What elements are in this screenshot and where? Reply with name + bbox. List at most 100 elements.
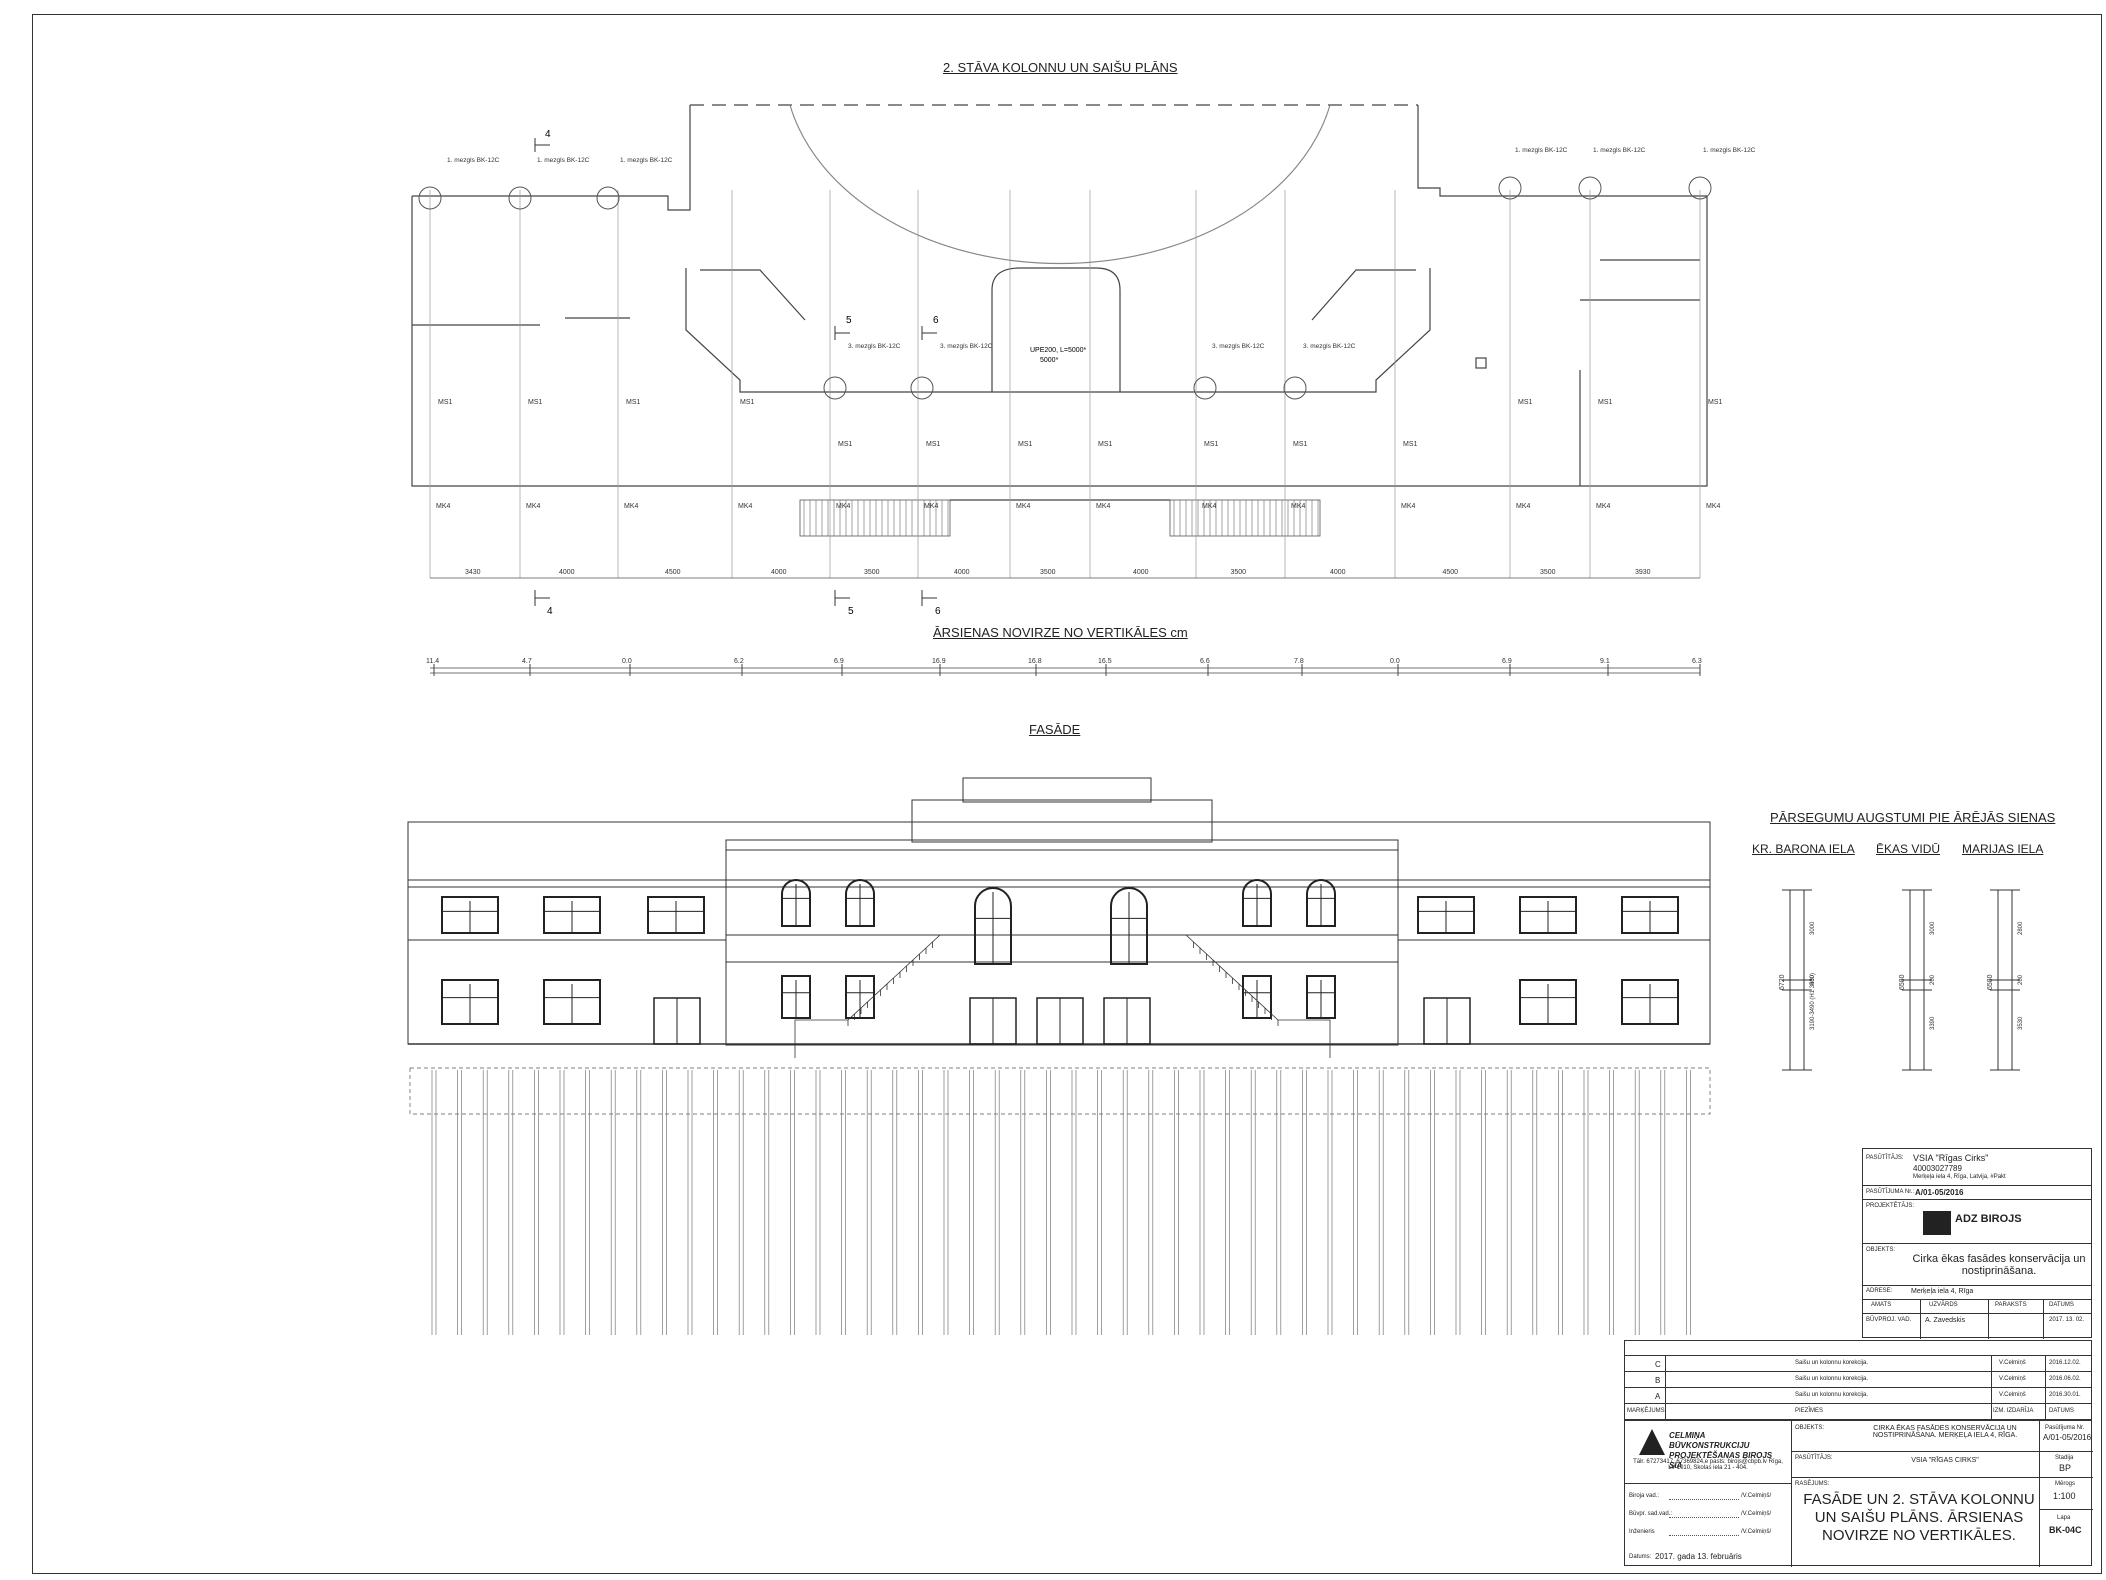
section-mark-6-bottom: 6 bbox=[935, 606, 941, 617]
heights-dim: 200 bbox=[2018, 974, 2024, 985]
plan-stairs-left bbox=[799, 499, 951, 537]
facade-base-outline bbox=[407, 821, 1711, 1045]
facade-window bbox=[1621, 979, 1679, 1025]
info-object: Cirka ēkas fasādes konservācija un nosti… bbox=[1912, 1253, 2086, 1277]
facade-attic bbox=[911, 799, 1213, 843]
heights-dim: 3190-3490 (H1 3430) bbox=[1810, 973, 1816, 1030]
section-mark-4-top: 4 bbox=[545, 129, 551, 140]
sign-row: Biroja vad.:/V.Celmiņš/ bbox=[1629, 1493, 1772, 1500]
arena-arc bbox=[789, 104, 1331, 265]
facade-stair-right bbox=[1160, 934, 1331, 1058]
plan-dimension: 4000 bbox=[954, 569, 970, 576]
plan-dimension: 3500 bbox=[864, 569, 880, 576]
facade-roof-box bbox=[962, 777, 1152, 803]
deviation-value: 16.5 bbox=[1098, 658, 1112, 665]
deviation-value: 4.7 bbox=[522, 658, 532, 665]
node-circle bbox=[1283, 376, 1307, 400]
ms-label: MS1 bbox=[926, 441, 941, 448]
heights-title: PĀRSEGUMU AUGSTUMI PIE ĀRĒJĀS SIENAS bbox=[1770, 810, 2056, 825]
ms-label: MS1 bbox=[1204, 441, 1219, 448]
facade-window bbox=[781, 975, 811, 1019]
deviation-value: 6.9 bbox=[1502, 658, 1512, 665]
node-circle bbox=[910, 376, 934, 400]
deviation-value: 9.1 bbox=[1600, 658, 1610, 665]
company-name: CELMIŅA BŪVKONSTRUKCIJU PROJEKTĒŠANAS BI… bbox=[1669, 1431, 1773, 1470]
plan-dimension: 4500 bbox=[1443, 569, 1459, 576]
designer-logo: ADZ BIROJS bbox=[1955, 1213, 2022, 1225]
company-contacts: Tālr. 67273417, 67369824,e pasts: birojs… bbox=[1633, 1459, 1783, 1471]
facade-window bbox=[1621, 896, 1679, 934]
plan-dimension: 4000 bbox=[1133, 569, 1149, 576]
plan-center-core bbox=[991, 267, 1121, 392]
revision-header: MARĶĒJUMS PIEZĪMES IZM. IZDARĪJA DATUMS bbox=[1625, 1403, 2091, 1420]
heights-col-2-name: ĒKAS VIDŪ bbox=[1876, 842, 1941, 856]
node-circle bbox=[508, 186, 532, 210]
deviation-value: 0.0 bbox=[1390, 658, 1400, 665]
ms-label: MS1 bbox=[626, 399, 641, 406]
column-plan: MS1MK4MS1MK4MS1MK4MS1MK4MS1MK4MS1MK4MS1M… bbox=[411, 104, 1756, 676]
heights-dim: 3530 bbox=[2018, 1016, 2024, 1030]
mk-label: MK4 bbox=[1016, 503, 1031, 510]
revisions-table: C Saišu un kolonnu korekcija. V.Celmiņš … bbox=[1624, 1340, 2092, 1421]
plan-outer-wall bbox=[411, 196, 1708, 487]
plan-dimension: 4500 bbox=[665, 569, 681, 576]
ms-label: MS1 bbox=[740, 399, 755, 406]
plan-left-core bbox=[685, 268, 815, 393]
section-mark-4-bottom: 4 bbox=[547, 606, 553, 617]
node-circle bbox=[823, 376, 847, 400]
deviation-value: 6.9 bbox=[834, 658, 844, 665]
mk-label: MK4 bbox=[1096, 503, 1111, 510]
plan-dimension: 3500 bbox=[1231, 569, 1247, 576]
facade-window bbox=[543, 979, 601, 1025]
heights-dim: 2800 bbox=[2018, 921, 2024, 935]
facade-window bbox=[1306, 975, 1336, 1019]
heights-col-3-name: MARIJAS IELA bbox=[1962, 842, 2044, 856]
mk-label: MK4 bbox=[1401, 503, 1416, 510]
plan-title: 2. STĀVA KOLONNU UN SAIŠU PLĀNS bbox=[943, 60, 1178, 75]
facade-window bbox=[1242, 975, 1272, 1019]
ms-label: MS1 bbox=[838, 441, 853, 448]
facade-window bbox=[974, 887, 1012, 965]
facade-title: FASĀDE bbox=[1029, 722, 1081, 737]
facade-window bbox=[1417, 896, 1475, 934]
drawing-name: FASĀDE UN 2. STĀVA KOLONNU UN SAIŠU PLĀN… bbox=[1803, 1491, 2035, 1544]
plan-dimension: 3430 bbox=[465, 569, 481, 576]
revision-row: B Saišu un kolonnu korekcija. V.Celmiņš … bbox=[1625, 1371, 2091, 1388]
plan-right-core bbox=[1300, 268, 1431, 393]
facade-window bbox=[441, 979, 499, 1025]
sign-row: Būvpr. sad.vad.:/V.Celmiņš/ bbox=[1629, 1511, 1772, 1518]
ms-label: MS1 bbox=[1293, 441, 1308, 448]
deviation-title: ĀRSIENAS NOVIRZE NO VERTIKĀLES cm bbox=[933, 625, 1188, 640]
mk-label: MK4 bbox=[436, 503, 451, 510]
plan-right-wing bbox=[1417, 105, 1707, 197]
mk-label: MK4 bbox=[1202, 503, 1217, 510]
node-circle bbox=[418, 186, 442, 210]
node-label: 3. mezgls BK-12C bbox=[848, 343, 901, 350]
drawing-date: 2017. gada 13. februāris bbox=[1655, 1552, 1742, 1561]
facade-window bbox=[781, 879, 811, 927]
revision-row: C Saišu un kolonnu korekcija. V.Celmiņš … bbox=[1625, 1355, 2091, 1372]
deviation-value: 16.8 bbox=[1028, 658, 1042, 665]
heights-dim: 3000 bbox=[1810, 921, 1816, 935]
node-label: 1. mezgls BK-12C bbox=[1593, 147, 1646, 154]
facade-door bbox=[1103, 997, 1151, 1045]
info-block: PASŪTĪTĀJS: VSIA "Rīgas Cirks" 400030277… bbox=[1862, 1148, 2092, 1339]
plan-dimension: 3500 bbox=[1540, 569, 1556, 576]
facade-door bbox=[653, 997, 701, 1045]
deviation-value: 6.3 bbox=[1692, 658, 1702, 665]
plan-dimension: 3500 bbox=[1040, 569, 1056, 576]
ms-label: MS1 bbox=[1403, 441, 1418, 448]
main-object: CIRKA ĒKAS FASĀDES KONSERVĀCIJA UN NOSTI… bbox=[1872, 1425, 2018, 1439]
heights-total: 6720 bbox=[1779, 974, 1786, 990]
node-label: 3. mezgls BK-12C bbox=[940, 343, 993, 350]
plan-left-wing bbox=[412, 105, 691, 211]
facade-window bbox=[1242, 879, 1272, 927]
plan-dimension: 4000 bbox=[559, 569, 575, 576]
facade-window bbox=[441, 896, 499, 934]
section-mark-5-top: 5 bbox=[846, 315, 852, 326]
facade-window bbox=[1306, 879, 1336, 927]
section-mark-5-bottom: 5 bbox=[848, 606, 854, 617]
main-order: A/01-05/2016 bbox=[2043, 1433, 2092, 1442]
